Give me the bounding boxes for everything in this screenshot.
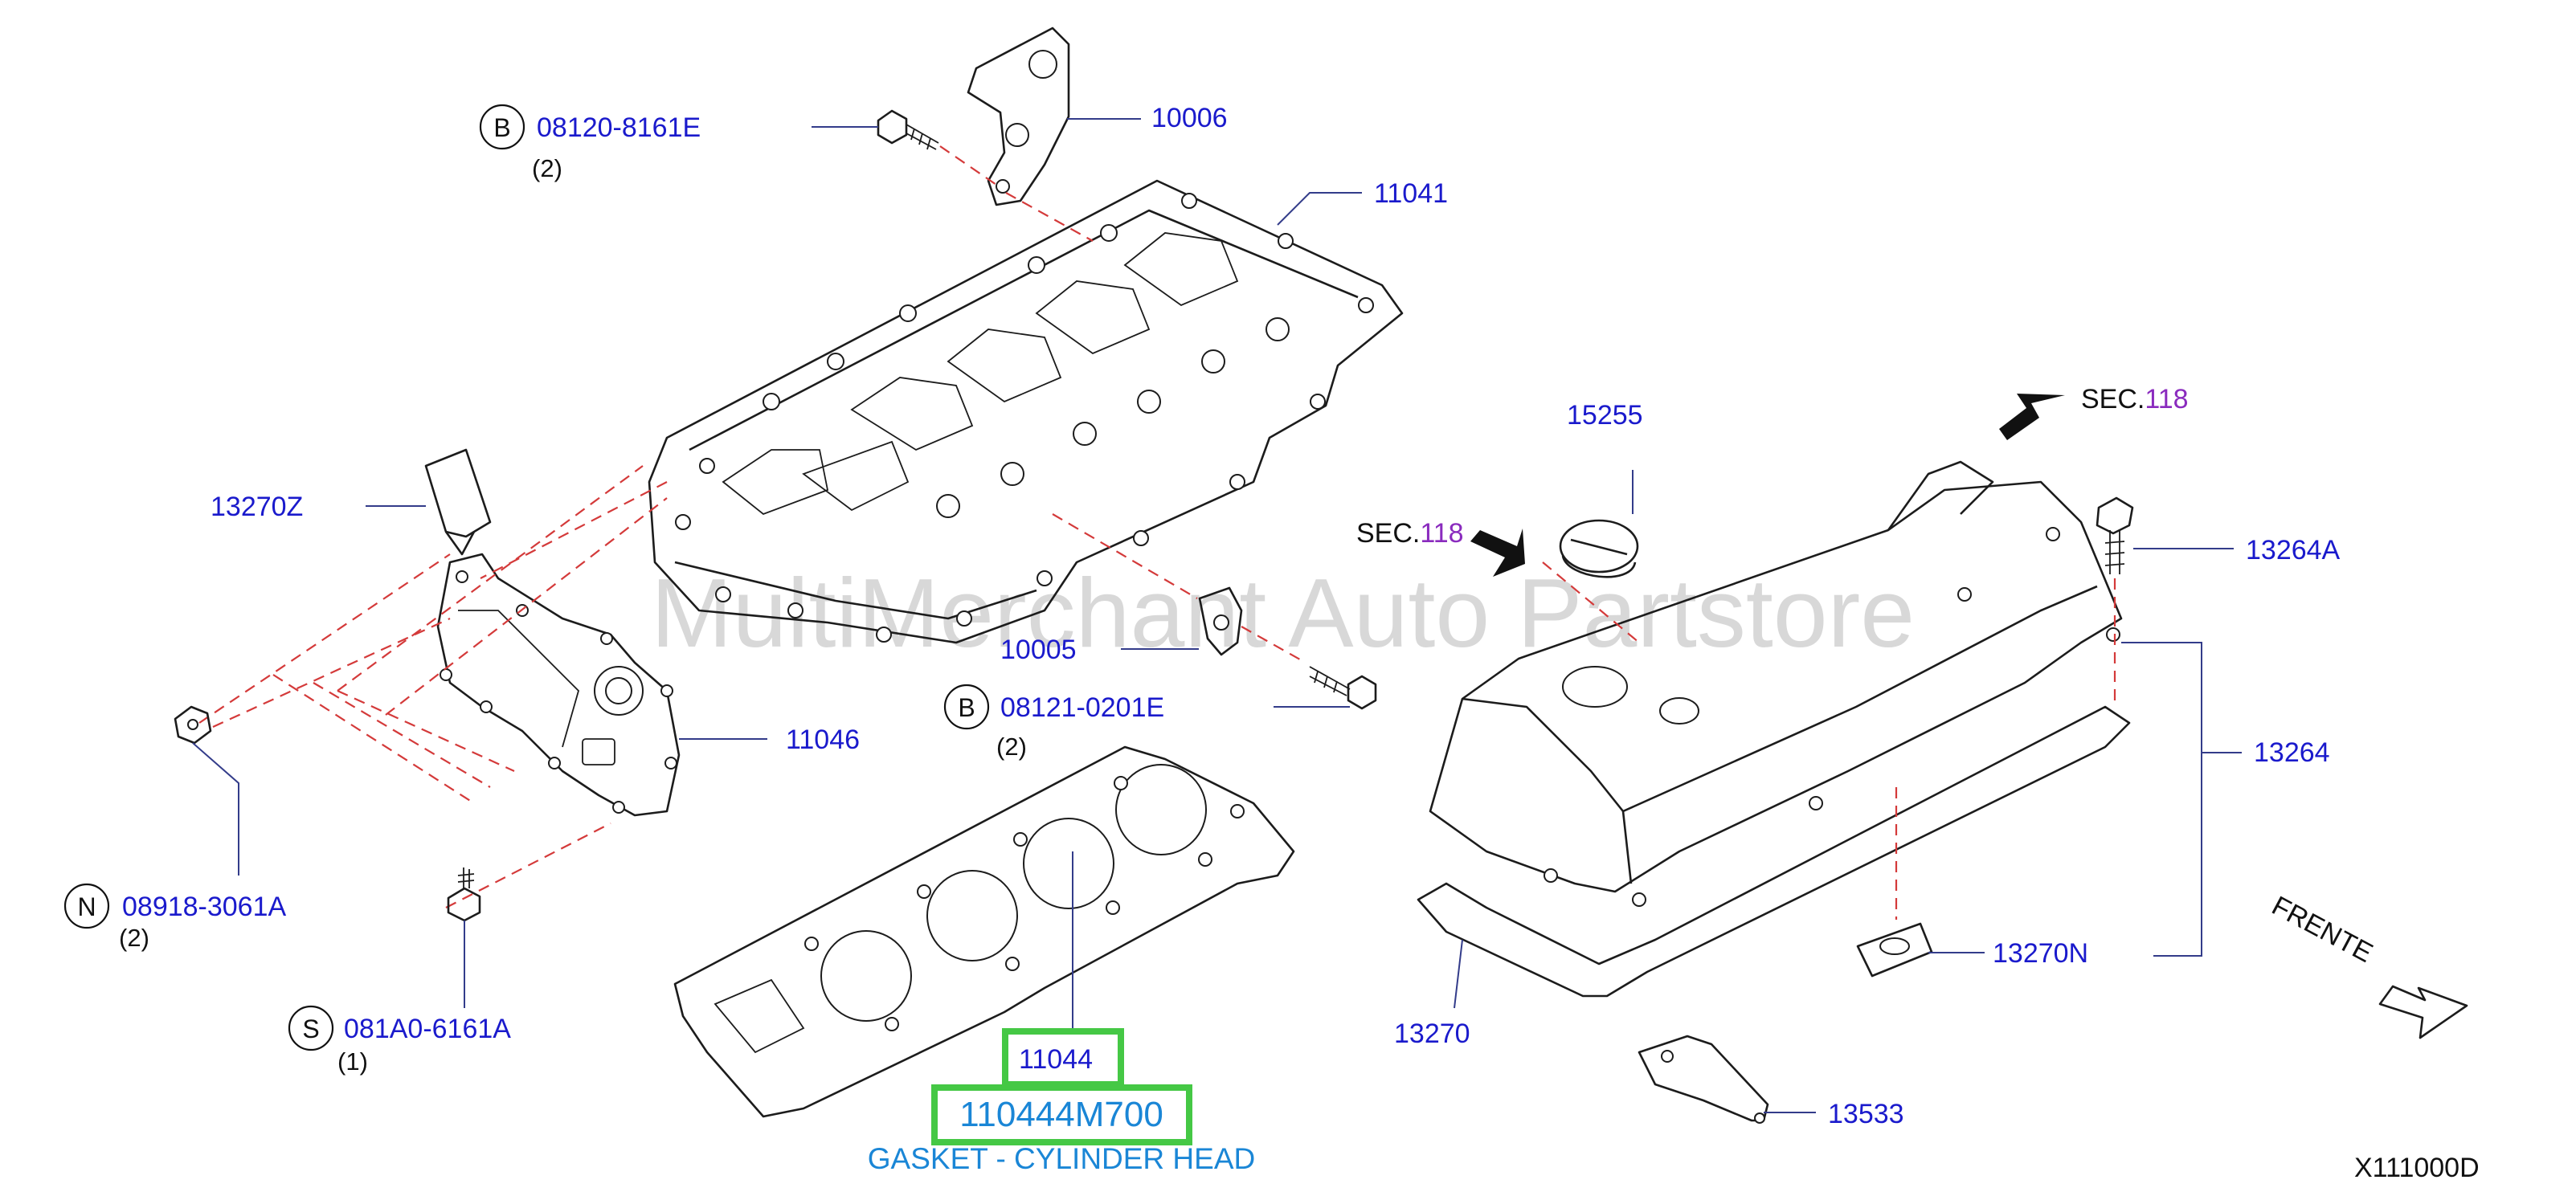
bolt-13264a[interactable] [2096,496,2134,574]
section-reference-left[interactable]: SEC.118 [1356,518,1464,549]
part-081a0-6161a-label[interactable]: 081A0-6161A [344,1014,511,1044]
callout-10005[interactable]: 10005 [1000,635,1077,665]
callout-11041[interactable]: 11041 [1374,178,1448,209]
marker-n-letter: N [77,892,96,921]
marker-b-letter: B [958,693,975,722]
marker-b-bubble [943,684,990,730]
leader-lines [192,118,2242,1113]
marker-b-bubble [479,104,525,150]
section-prefix: SEC. [1356,518,1420,549]
section-reference-right[interactable]: SEC.118 [2081,384,2189,414]
front-direction-label: FRENTE [2267,891,2378,969]
marker-b-letter: B [493,113,510,142]
cylinder-head-gasket-11044[interactable] [673,745,1295,1118]
nut-08918-3061a[interactable] [174,705,212,745]
rocker-cover-13264[interactable] [1429,460,2123,907]
marker-n-bubble [63,883,110,929]
sec-arrow-left-icon [1470,529,1525,577]
part-08120-8161e-label[interactable]: 08120-8161E [537,112,701,143]
part-081a0-6161a-qty: (1) [337,1047,368,1076]
callout-13264a[interactable]: 13264A [2246,535,2341,565]
part-08121-0201e-label[interactable]: 08121-0201E [1000,692,1164,723]
oil-filler-cap-15255[interactable] [1559,519,1639,578]
bolt-08120-8161e[interactable] [877,109,939,150]
callout-13270z[interactable]: 13270Z [211,492,303,522]
callout-13270[interactable]: 13270 [1394,1019,1470,1049]
callout-10006[interactable]: 10006 [1151,103,1228,133]
cylinder-head-illustration[interactable] [648,179,1404,644]
front-direction-arrow-icon [2378,985,2468,1039]
stud-081a0-6161a[interactable] [447,867,481,922]
engine-hanger-bracket-10006[interactable] [967,27,1070,206]
rocker-cover-gasket-13270[interactable] [1417,705,2131,998]
callout-11046[interactable]: 11046 [786,725,860,755]
callout-11044[interactable]: 11044 [1019,1044,1093,1075]
marker-s-letter: S [302,1014,319,1043]
watermark: MultiMerchant Auto Partstore [651,558,1915,667]
part-08918-3061a-label[interactable]: 08918-3061A [122,892,287,922]
section-number: 118 [2145,384,2188,414]
diagram-code: X111000D [2354,1153,2480,1183]
part-number-highlight [931,1084,1192,1145]
part-08120-8161e-qty: (2) [532,154,562,182]
part-08121-0201e-qty: (2) [996,733,1027,761]
highlighted-part-number[interactable]: 110444M700 [959,1095,1163,1134]
callout-15255[interactable]: 15255 [1567,400,1643,431]
section-prefix: SEC. [2081,384,2145,414]
marker-s-bubble [288,1005,334,1051]
bracket-13533[interactable] [1638,1035,1769,1124]
front-cover-11046[interactable] [436,553,681,817]
callout-13270n[interactable]: 13270N [1993,938,2088,969]
grommet-13270n[interactable] [1856,922,1933,978]
sealant-tube-13270z[interactable] [424,448,492,556]
head-bolt-holes [675,193,1374,643]
part-08918-3061a-qty: (2) [119,924,149,952]
callout-13533[interactable]: 13533 [1828,1099,1904,1129]
sec-arrow-right-icon [1999,394,2065,440]
bolt-08121-0201e[interactable] [1309,666,1377,710]
part-description: GASKET - CYLINDER HEAD [868,1142,1255,1175]
bracket-10005[interactable] [1198,586,1243,656]
callout-13264[interactable]: 13264 [2254,737,2330,768]
section-number: 118 [1420,518,1463,549]
